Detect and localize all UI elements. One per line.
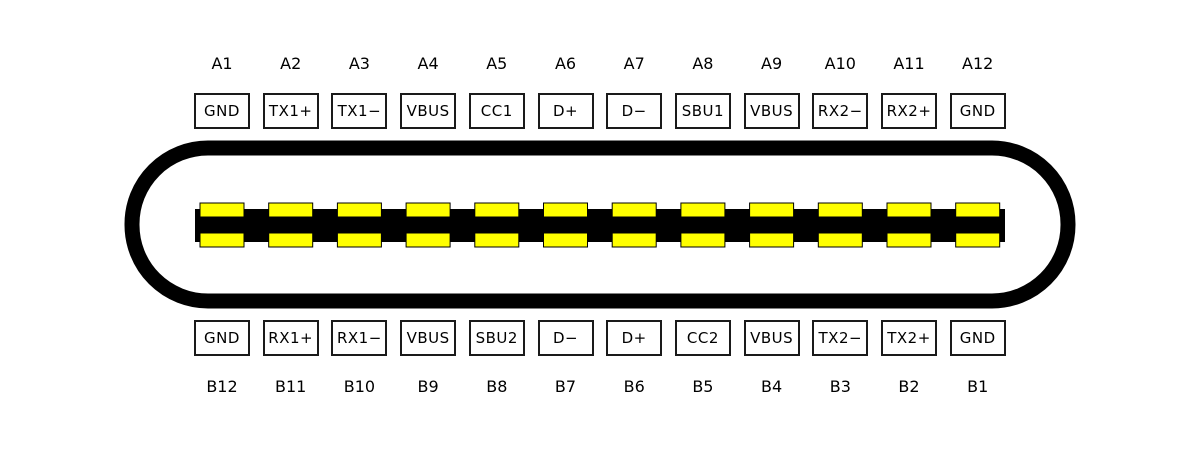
bottom-pin-number: B11 <box>275 377 307 396</box>
top-pin-signal: D+ <box>537 93 594 129</box>
bottom-pin-signal: TX2+ <box>881 320 937 356</box>
bottom-pin-signal: RX1− <box>331 320 388 356</box>
top-contact <box>336 202 382 218</box>
bottom-pin-number: B12 <box>206 377 238 396</box>
top-contact <box>268 202 314 218</box>
top-contact <box>680 202 726 218</box>
top-contact <box>817 202 863 218</box>
bottom-contact <box>336 232 382 248</box>
bottom-pin-signal: GND <box>949 320 1006 356</box>
top-contact <box>405 202 451 218</box>
top-contact <box>955 202 1001 218</box>
top-pin-number: A6 <box>554 54 577 73</box>
top-pin-signal: CC1 <box>468 93 525 129</box>
top-pin-number: A2 <box>280 54 302 73</box>
top-pin-signal: RX2− <box>812 93 869 129</box>
top-pin-number: A12 <box>962 54 994 73</box>
bottom-pin-number: B1 <box>967 377 989 396</box>
contacts-group <box>199 202 1001 248</box>
bottom-pin-signal: VBUS <box>400 320 457 356</box>
bottom-contact <box>817 232 863 248</box>
bottom-pin-signal: CC2 <box>674 320 731 356</box>
bottom-contact <box>474 232 520 248</box>
bottom-contact <box>611 232 657 248</box>
bottom-contact <box>955 232 1001 248</box>
bottom-pin-signal: TX2− <box>812 320 869 356</box>
bottom-contact <box>543 232 588 248</box>
top-contact <box>543 202 588 218</box>
top-pin-number: A1 <box>211 54 233 73</box>
top-pin-number: A9 <box>761 54 783 73</box>
bottom-pin-number: B2 <box>898 377 920 396</box>
top-contact <box>474 202 520 218</box>
top-contact <box>749 202 795 218</box>
bottom-pin-number: B3 <box>829 377 851 396</box>
top-contact <box>611 202 657 218</box>
top-pin-number: A11 <box>893 54 925 73</box>
bottom-contact <box>268 232 314 248</box>
top-pin-number: A4 <box>417 54 439 73</box>
bottom-pin-signal: VBUS <box>743 320 800 356</box>
connector-tongue <box>195 209 1005 242</box>
bottom-contact <box>749 232 795 248</box>
bottom-pin-signal: SBU2 <box>468 320 525 356</box>
top-contact <box>886 202 932 218</box>
top-pin-signal: TX1− <box>331 93 388 129</box>
top-pin-number: A8 <box>692 54 714 73</box>
bottom-contact <box>886 232 932 248</box>
top-pin-number: A10 <box>824 54 856 73</box>
bottom-pin-signal: GND <box>194 320 250 356</box>
bottom-contact <box>199 232 245 248</box>
bottom-pin-number: B4 <box>761 377 783 396</box>
bottom-pin-number: B6 <box>623 377 645 396</box>
connector-shell-outline <box>124 140 1076 309</box>
top-pin-number: A3 <box>348 54 370 73</box>
bottom-pin-number: B8 <box>486 377 508 396</box>
bottom-pin-number: B9 <box>417 377 439 396</box>
bottom-pin-number: B10 <box>343 377 376 396</box>
bottom-pin-number: B7 <box>554 377 577 396</box>
bottom-pin-signal: RX1+ <box>262 320 319 356</box>
top-pin-signal: RX2+ <box>881 93 937 129</box>
top-pin-signal: TX1+ <box>262 93 319 129</box>
top-pin-number: A7 <box>623 54 645 73</box>
top-pin-signal: SBU1 <box>674 93 731 129</box>
bottom-contact <box>680 232 726 248</box>
top-pin-signal: VBUS <box>400 93 457 129</box>
bottom-pin-signal: D− <box>537 320 594 356</box>
bottom-pin-signal: D+ <box>606 320 663 356</box>
bottom-contact <box>405 232 451 248</box>
bottom-pin-number: B5 <box>692 377 714 396</box>
top-pin-signal: GND <box>949 93 1006 129</box>
top-contact <box>199 202 245 218</box>
top-pin-signal: D− <box>606 93 663 129</box>
top-pin-signal: VBUS <box>743 93 800 129</box>
top-pin-number: A5 <box>486 54 508 73</box>
top-pin-signal: GND <box>194 93 250 129</box>
